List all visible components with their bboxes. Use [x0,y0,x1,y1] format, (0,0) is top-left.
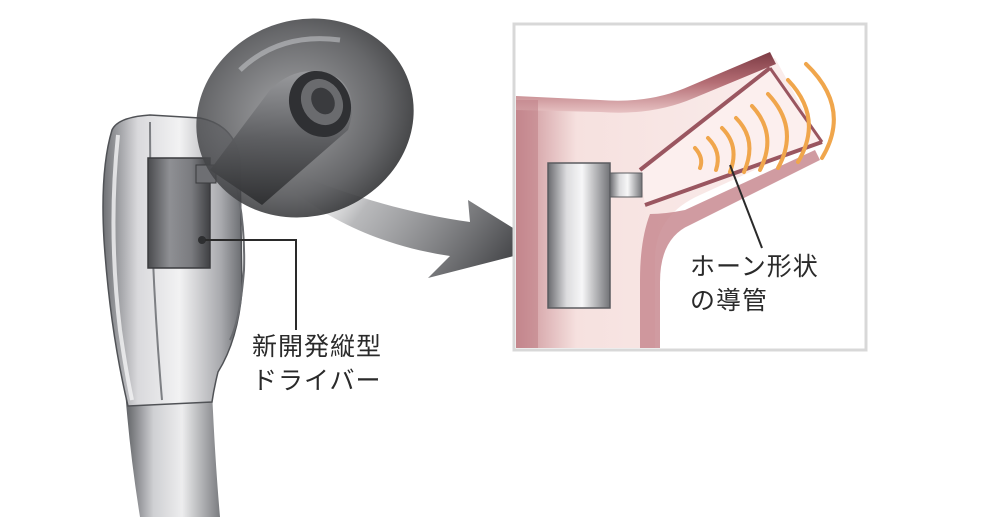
inset-driver-icon [547,162,611,309]
horn-label-line1: ホーン形状 [690,252,819,281]
horn-label: ホーン形状 の導管 [690,250,819,318]
driver-label-line1: 新開発縦型 [252,332,383,361]
horn-callout-line [729,164,763,249]
driver-block-icon [147,157,217,269]
driver-label-line2: ドライバー [252,366,382,395]
eartip [196,18,414,218]
driver-label: 新開発縦型 ドライバー [252,330,382,398]
sound-wave-icon [693,62,836,174]
inset-panel [512,22,868,352]
horn-label-line2: の導管 [690,286,769,315]
driver-callout-line [205,239,297,330]
